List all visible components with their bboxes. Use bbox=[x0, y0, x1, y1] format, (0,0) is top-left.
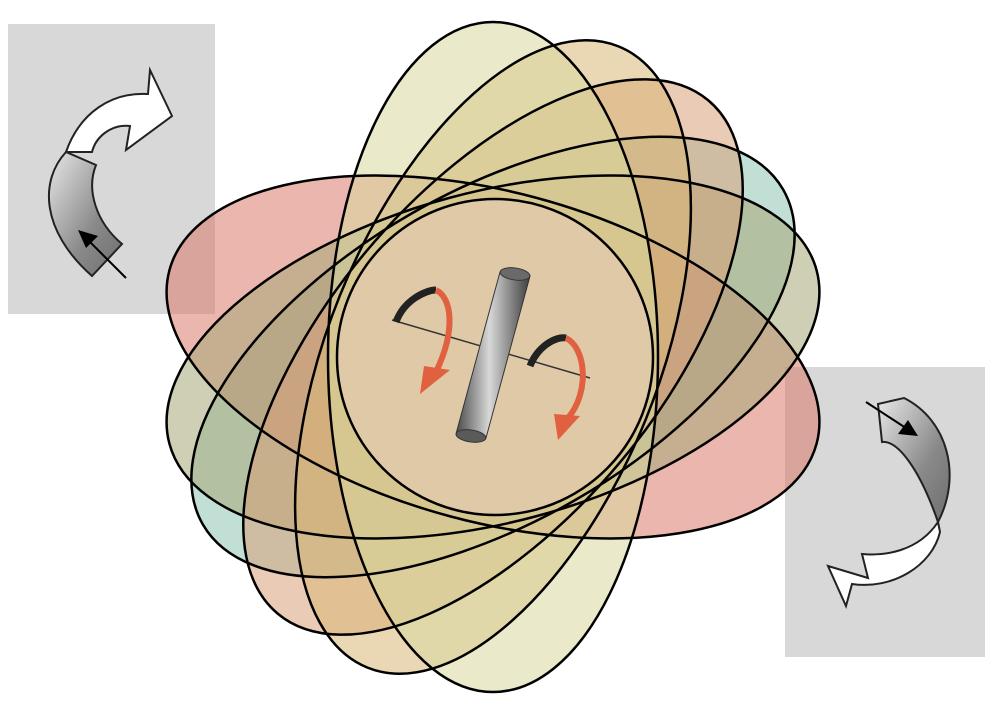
diagram-stage bbox=[0, 0, 985, 711]
rotation-diagram bbox=[0, 0, 985, 711]
